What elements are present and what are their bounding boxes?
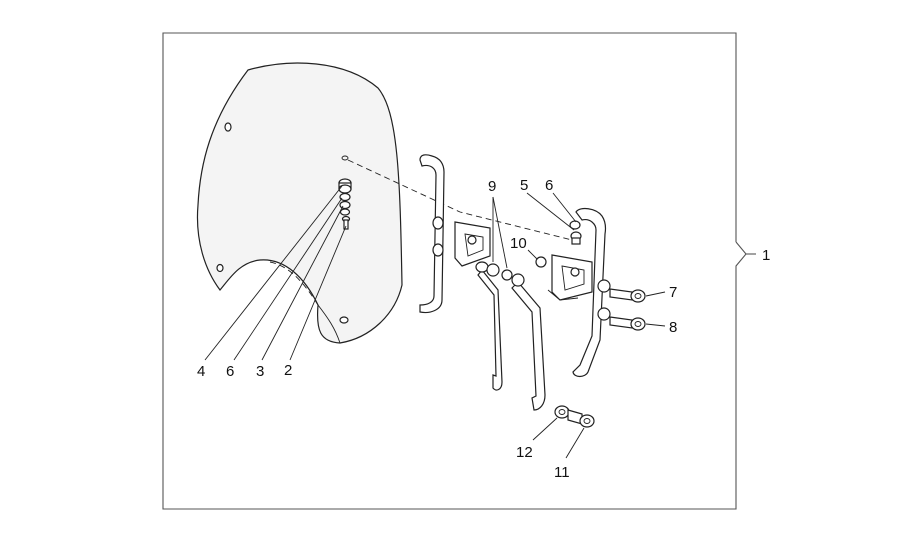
bolt-11 bbox=[567, 409, 595, 428]
nut bbox=[339, 200, 351, 210]
bolt-8 bbox=[609, 316, 646, 331]
callout-2: 2 bbox=[284, 362, 292, 379]
callout-5: 5 bbox=[520, 177, 528, 194]
right-angle-bracket bbox=[547, 254, 593, 301]
callout-11: 11 bbox=[554, 464, 570, 481]
assembly-frame bbox=[162, 32, 756, 510]
spacer bbox=[339, 208, 351, 216]
callout-6-right: 6 bbox=[545, 177, 553, 194]
windshield bbox=[196, 62, 403, 344]
left-mounting-arm bbox=[419, 154, 445, 314]
screw-shank bbox=[343, 219, 349, 230]
mount-hole bbox=[341, 155, 349, 161]
washer-12 bbox=[554, 405, 570, 419]
mount-hole bbox=[224, 122, 232, 132]
leader-lines bbox=[204, 185, 666, 459]
callout-4: 4 bbox=[197, 363, 205, 380]
mount-hole bbox=[339, 316, 349, 324]
callout-7: 7 bbox=[669, 284, 677, 301]
bolt-7 bbox=[609, 288, 646, 303]
alignment-line bbox=[347, 159, 581, 243]
left-support-rod bbox=[475, 261, 513, 391]
callout-12: 12 bbox=[516, 444, 533, 461]
callout-9: 9 bbox=[488, 178, 496, 195]
bracket-nut-stack bbox=[569, 220, 582, 245]
callout-1: 1 bbox=[762, 247, 770, 264]
left-angle-bracket bbox=[454, 221, 491, 267]
callout-8: 8 bbox=[669, 319, 677, 336]
callout-10: 10 bbox=[510, 235, 527, 252]
mount-hole bbox=[216, 263, 224, 273]
washer-10 bbox=[535, 256, 547, 268]
center-support-rod bbox=[511, 256, 547, 411]
callout-3: 3 bbox=[256, 363, 264, 380]
callout-6-left: 6 bbox=[226, 363, 234, 380]
windshield-hardware-stack bbox=[338, 178, 352, 230]
right-mounting-arm bbox=[572, 207, 611, 378]
callout-labels: 1 2 3 4 5 6 6 7 8 9 10 11 12 bbox=[197, 177, 770, 481]
flat-washer bbox=[339, 192, 351, 202]
